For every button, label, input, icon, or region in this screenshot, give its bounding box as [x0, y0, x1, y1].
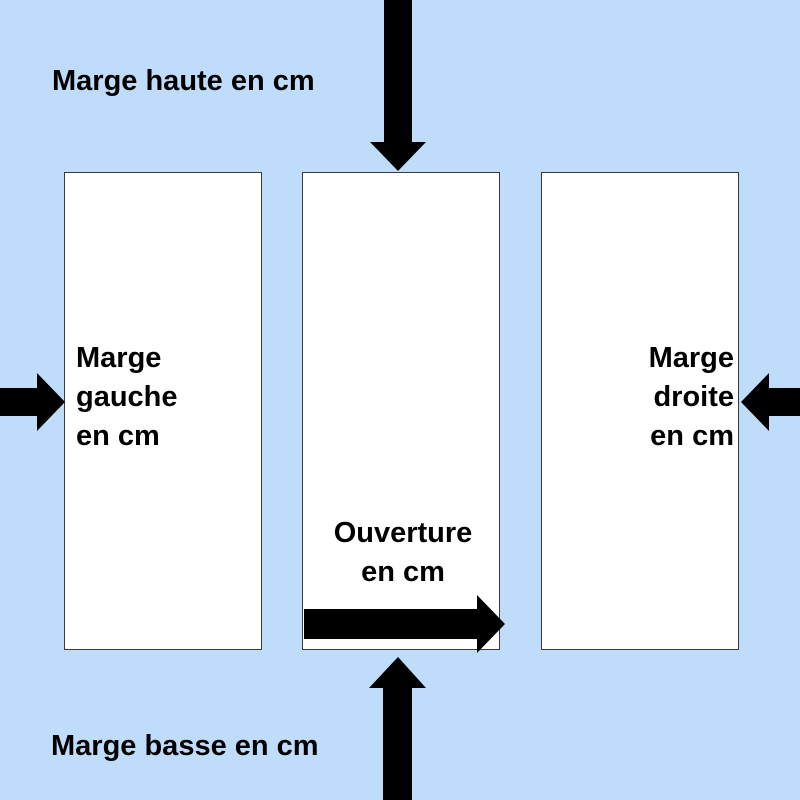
panel-right [541, 172, 739, 650]
panel-left [64, 172, 262, 650]
arrow-up-icon [369, 657, 426, 800]
opening-label: Ouverture en cm [333, 517, 473, 588]
arrow-right-icon [0, 373, 65, 431]
left-margin-label: Marge gauche en cm [76, 342, 178, 452]
arrow-down-icon [370, 0, 426, 171]
panel-middle [302, 172, 500, 650]
top-margin-label: Marge haute en cm [52, 65, 315, 97]
arrow-left-icon [741, 373, 800, 431]
bottom-margin-label: Marge basse en cm [51, 730, 319, 762]
right-margin-label: Marge droite en cm [648, 342, 734, 452]
